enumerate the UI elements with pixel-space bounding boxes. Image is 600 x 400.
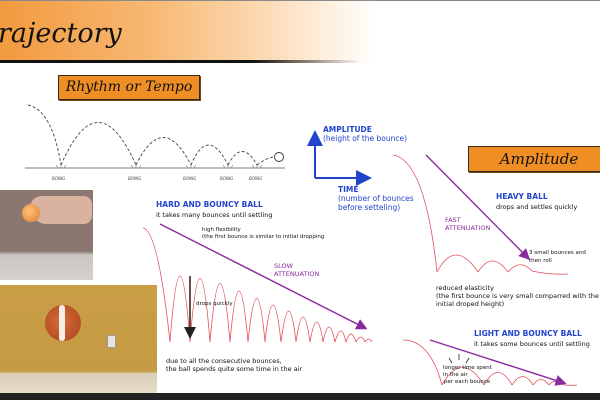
- heavy-ball-note-line2: (the first bounce is very small comparre…: [436, 292, 599, 300]
- bounce-label: BOING: [128, 176, 142, 181]
- axes-legend-icon: [307, 130, 372, 186]
- light-ball-subtitle: it takes some bounces until settling: [474, 340, 590, 348]
- bounce-label: BOING: [183, 176, 197, 181]
- y-axis-title: AMPLITUDE: [323, 125, 372, 134]
- rhythm-bounce-diagram: [25, 104, 285, 169]
- fast-attenuation-arrow: [425, 154, 530, 260]
- bounce-label: BOING: [220, 176, 234, 181]
- light-ball-arrow: [429, 339, 567, 386]
- ball-icon: [274, 152, 284, 162]
- hand-shape: [30, 196, 92, 224]
- slow-attenuation-line2: ATTENUATION: [274, 270, 320, 278]
- basketball-icon: [45, 305, 81, 341]
- page-title: rajectory: [0, 18, 122, 49]
- hard-ball-footer-line2: the ball spends quite some time in the a…: [166, 365, 303, 373]
- slow-attenuation-line1: SLOW: [274, 262, 294, 270]
- photo-basketball-bounce: [0, 285, 157, 393]
- heavy-ball-subtitle: drops and settles quickly: [496, 203, 578, 211]
- x-axis-title: TIME: [338, 185, 359, 194]
- hard-ball-footer-line1: due to all the consecutive bounces,: [166, 357, 282, 365]
- light-ball-title: LIGHT AND BOUNCY BALL: [474, 329, 582, 338]
- light-ball-note-line3: per each bounce: [444, 379, 491, 385]
- heavy-ball-side-note-line1: 3 small bounces and: [529, 250, 586, 256]
- bounce-label: BOING: [249, 176, 263, 181]
- fast-attenuation-line2: ATTENUATION: [445, 224, 491, 232]
- title-underline: [0, 60, 360, 63]
- rhythm-section-label: Rhythm or Tempo: [58, 75, 200, 100]
- hard-ball-note-line2: (the first bounce is similar to initial …: [202, 234, 325, 240]
- hard-ball-title: HARD AND BOUNCY BALL: [156, 200, 263, 209]
- bottom-border: [0, 393, 600, 400]
- hard-ball-curve: [142, 227, 373, 343]
- wall-outlet: [107, 335, 116, 348]
- hard-ball-note-line1: high flexibility: [202, 227, 241, 233]
- amplitude-section-label: Amplitude: [468, 146, 600, 172]
- heavy-ball-side-note-line2: then roll: [529, 258, 552, 264]
- light-ball-note-line2: in the air: [443, 372, 468, 378]
- x-axis-subtitle-line1: (number of bounces: [338, 194, 414, 203]
- heavy-ball-title: HEAVY BALL: [496, 192, 548, 201]
- drops-quickly-label: drops quickly: [196, 301, 233, 307]
- title-bar: [0, 0, 600, 63]
- hard-ball-subtitle: it takes many bounces until settling: [156, 211, 273, 219]
- y-axis-subtitle: (height of the bounce): [323, 134, 408, 143]
- x-axis-subtitle-line2: before setteling): [338, 203, 401, 212]
- slow-attenuation-arrow: [159, 223, 368, 330]
- bounce-label: BOING: [52, 176, 66, 181]
- heavy-ball-curve: [392, 154, 569, 275]
- fast-attenuation-line1: FAST: [445, 216, 461, 224]
- photo-hand-dropping-ball: [0, 190, 93, 280]
- air-time-marks-icon: [448, 354, 470, 364]
- small-ball-icon: [22, 204, 40, 222]
- heavy-ball-note-line3: initial droped height): [436, 300, 505, 308]
- light-ball-note-line1: longer time spent: [443, 365, 492, 371]
- heavy-ball-note-line1: reduced elasticity: [436, 284, 494, 292]
